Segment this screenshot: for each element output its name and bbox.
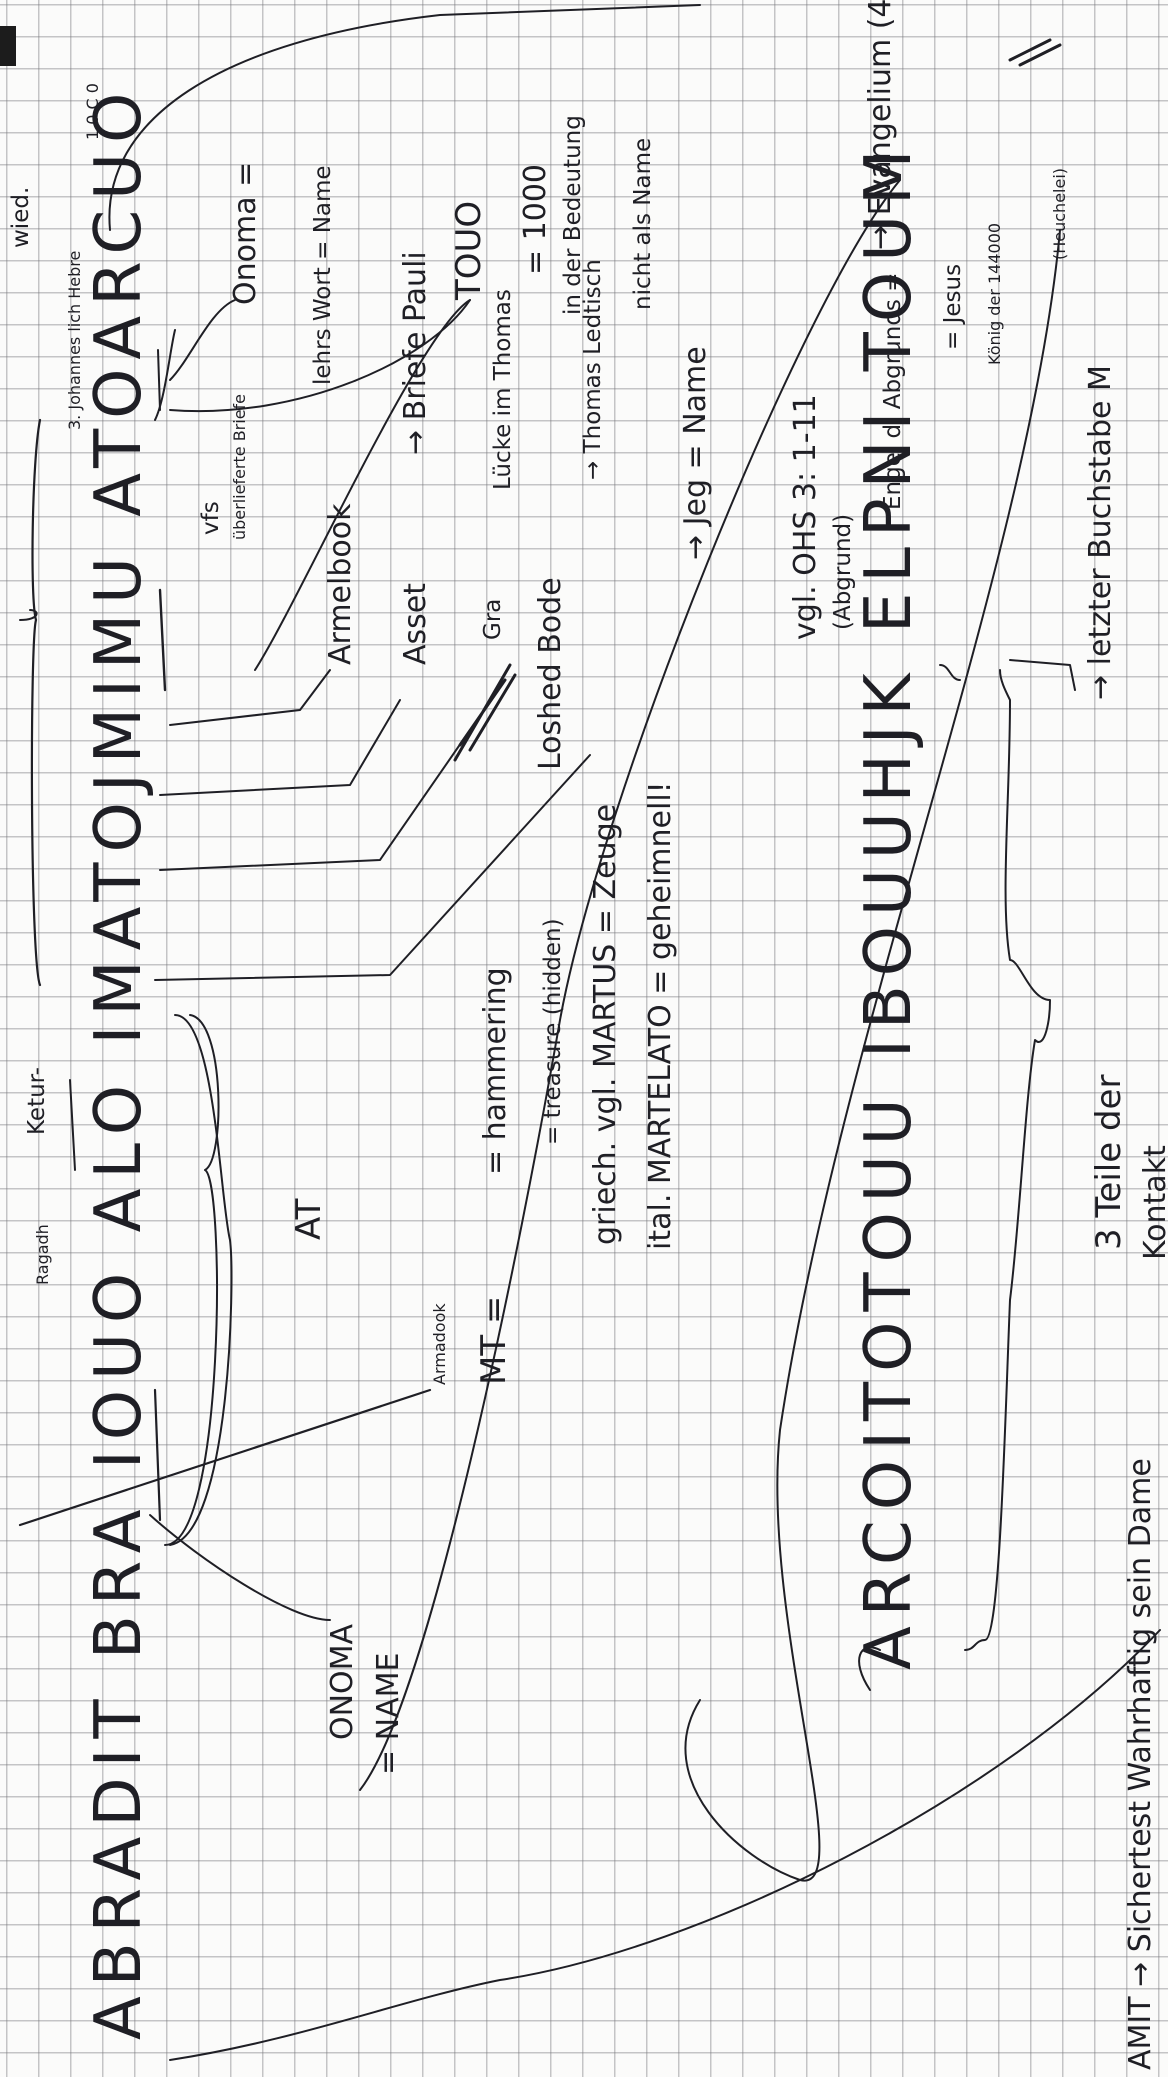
big-sweep — [170, 1630, 1160, 2060]
second-bracket-left — [965, 670, 1050, 1650]
kontakt-label: Kontakt — [1138, 1145, 1168, 1260]
lucke-label: Lücke im Thomas — [490, 289, 516, 490]
jeg-label: → Jeg = Name — [678, 346, 713, 560]
column-marks: 1 0 C 0 — [83, 83, 102, 140]
second-bracket-top — [940, 665, 960, 680]
jesus-label: = Jesus — [940, 264, 966, 350]
briefe-label: → Briefe Pauli — [398, 251, 433, 455]
second-letter-line: ARCOITOTOUU IBOUUHJK ELPNI TOUM — [852, 140, 926, 1670]
bottom-line: AMIT → Sichertest Wahrhaftig sein Dame — [1123, 1458, 1158, 2070]
ohes-label: vgl. OHS 3: 1-11 — [788, 394, 823, 640]
arrow-onoma — [170, 300, 235, 380]
letzter-label: → letzter Buchstabe M — [1083, 365, 1118, 700]
at-label: AT — [289, 1198, 329, 1240]
onoma-label: ONOMA — [325, 1623, 360, 1740]
arrow-to-armelbook — [170, 670, 330, 725]
ketur-label: Ketur- — [24, 1067, 50, 1135]
heuchel-label: (Heuchelei) — [1050, 168, 1069, 260]
arrow-to-asset — [160, 700, 400, 795]
main-letter-line: ABRADIT BRA IOUO ALO IMATOJMIMU ATOARCUO — [82, 83, 156, 2040]
hebrew-johannes-label: 3. Johannes lich Hebre — [65, 251, 84, 430]
uberlic-label: überlieferte Briefe — [230, 394, 249, 540]
eq1000-label: = 1000 — [518, 164, 553, 275]
kinig-label: König der 144000 — [985, 223, 1004, 365]
hammering-label: = hammering — [478, 967, 513, 1175]
bracket-left-main — [32, 420, 40, 985]
scribble-mark — [455, 665, 515, 760]
bedeutung-label: in der Bedeutung — [560, 115, 586, 315]
touo-label: TOUO — [449, 201, 489, 301]
ups-label: vfs — [198, 501, 224, 535]
gra-label: Gra — [480, 599, 506, 640]
logbuch-label: Loshed Bode — [533, 577, 568, 770]
arrow-letzter — [1010, 660, 1075, 690]
strike-mark — [1010, 40, 1060, 65]
arrow-top-loop — [109, 5, 700, 230]
martelato-label: ital. MARTELATO = geheimnell! — [643, 781, 678, 1250]
ardbok-label: Armadook — [430, 1303, 449, 1385]
mt-label: MT = — [474, 1296, 514, 1385]
underline-arcuo — [160, 590, 165, 690]
onoma-arrow — [150, 1515, 330, 1620]
underline-ato — [158, 350, 160, 410]
ragadh-label: Ragadh — [33, 1224, 52, 1285]
arrow-to-jeg — [255, 300, 470, 670]
martus-label: griech. vgl. MARTUS = Zeuge — [588, 804, 623, 1245]
underline-alo — [70, 1080, 75, 1170]
drei-teile-label: 3 Teile der — [1089, 1075, 1129, 1250]
onoma-eq-label: Onoma = — [228, 162, 263, 305]
arrow-to-gra — [160, 730, 470, 870]
nicht-name-label: nicht als Name — [630, 138, 656, 310]
armelbook-label: Armelbook — [323, 503, 358, 665]
wied-label: wied. — [8, 187, 34, 248]
asset-label: Asset — [398, 583, 433, 665]
onoma-eq-name: = NAME — [371, 1653, 406, 1775]
lehrwort-label: lehrs Wort = Name — [310, 165, 336, 385]
